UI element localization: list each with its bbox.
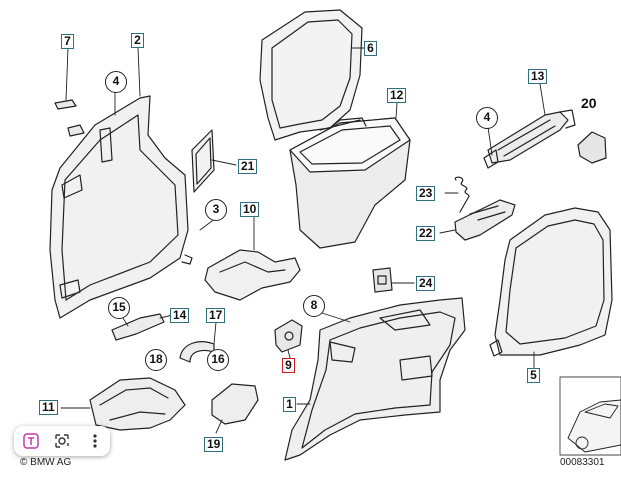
label-part-12[interactable]: 12 — [387, 88, 407, 103]
label-part-13[interactable]: 13 — [528, 69, 548, 84]
part-19-block — [211, 383, 259, 425]
more-options-icon[interactable] — [84, 430, 106, 452]
part-2-left-trim-panel — [49, 95, 193, 319]
label-part-5[interactable]: 5 — [527, 368, 540, 383]
label-part-4-left[interactable]: 4 — [105, 71, 127, 93]
label-part-16[interactable]: 16 — [207, 349, 229, 371]
part-22-handle — [454, 199, 516, 241]
part-5-right-trim-panel — [489, 207, 613, 357]
part-10-cover — [204, 249, 301, 301]
label-part-3[interactable]: 3 — [205, 199, 227, 221]
label-part-15[interactable]: 15 — [108, 297, 130, 319]
part-6-cover-panel — [259, 9, 363, 141]
label-part-6[interactable]: 6 — [364, 41, 377, 56]
label-part-4-right[interactable]: 4 — [476, 107, 498, 129]
part-20-bracket — [577, 131, 607, 164]
part-24-clip — [372, 267, 393, 293]
label-part-11[interactable]: 11 — [39, 400, 58, 415]
part-9-bracket — [274, 319, 303, 353]
part-14-strip — [111, 313, 165, 341]
label-part-2[interactable]: 2 — [131, 33, 144, 48]
label-part-9-highlighted[interactable]: 9 — [282, 358, 295, 373]
part-11-frame — [89, 377, 186, 431]
label-part-8[interactable]: 8 — [303, 295, 325, 317]
diagram-id: 00083301 — [560, 457, 605, 468]
part-23-spring — [454, 176, 470, 213]
part-12-storage-box — [289, 117, 411, 249]
label-part-20[interactable]: 20 — [581, 95, 597, 111]
label-part-22[interactable]: 22 — [416, 226, 436, 241]
copyright-text: © BMW AG — [20, 457, 72, 468]
label-part-10[interactable]: 10 — [240, 202, 260, 217]
label-part-23[interactable]: 23 — [416, 186, 436, 201]
lens-search-icon[interactable] — [51, 430, 73, 452]
label-part-1[interactable]: 1 — [283, 397, 296, 412]
part-7-clip — [54, 99, 85, 137]
car-thumbnail — [559, 376, 621, 456]
label-part-7[interactable]: 7 — [61, 34, 74, 49]
image-action-toolbar — [14, 426, 110, 456]
part-13-rail — [483, 109, 576, 169]
label-part-19[interactable]: 19 — [204, 437, 224, 452]
label-part-21[interactable]: 21 — [238, 159, 258, 174]
label-part-24[interactable]: 24 — [416, 276, 436, 291]
label-part-18[interactable]: 18 — [145, 349, 167, 371]
text-select-icon[interactable] — [20, 430, 42, 452]
label-part-17[interactable]: 17 — [206, 308, 226, 323]
label-part-14[interactable]: 14 — [170, 308, 190, 323]
leader-lines — [60, 47, 546, 434]
part-21-cover — [191, 129, 215, 193]
part-1-lower-trim — [284, 297, 466, 461]
